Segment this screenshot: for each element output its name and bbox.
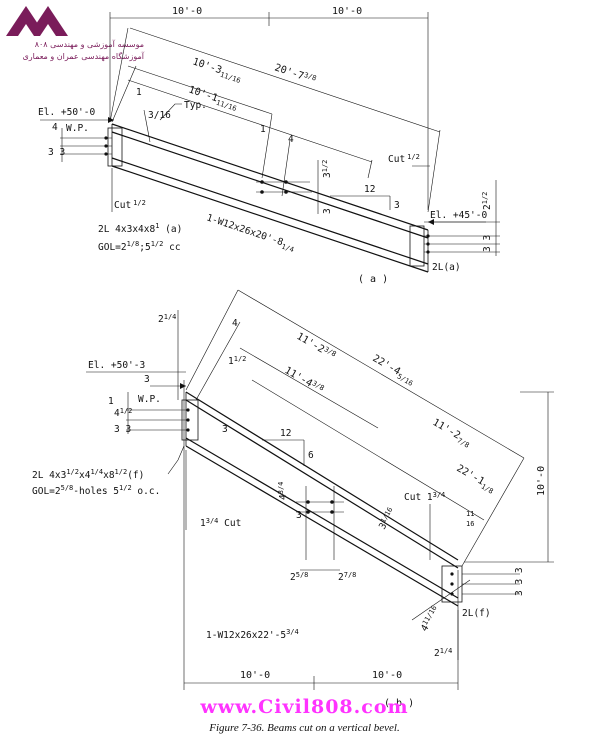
dim-b-d1: 11'-23/8 [295, 330, 338, 362]
dim-a-d3: 20'-73/8 [273, 61, 317, 86]
dim-b-d4: 11'-27/8 [430, 417, 474, 450]
dim-b-three-left: 3 [296, 510, 302, 521]
cut-b-right: Cut 13/4 [404, 491, 445, 503]
dim-a-top-left: 10'-0 [172, 6, 202, 17]
dim-b-eleven-frac: 16 [466, 520, 474, 528]
slope-b-run: 12 [280, 428, 291, 439]
elevation-b-left: El. +50'-3 [88, 360, 145, 371]
dim-b-two-seven: 27/8 [338, 571, 356, 583]
beam-b-spec: 1-W12x26x22'-53/4 [206, 628, 299, 641]
dim-a-three-half-b: 3 [322, 208, 333, 214]
angle-b-right: 2L(f) [462, 608, 491, 619]
logo-line-1: موسسه آموزشی و مهندسی ۸۰۸ [34, 40, 144, 49]
dim-b-three-one: 31/16 [376, 506, 398, 532]
dim-b-d2: 11'-43/8 [283, 364, 326, 396]
dim-b-two-quarter-top: 21/4 [158, 313, 176, 325]
dim-b-four-eleven: 411/16 [418, 604, 442, 633]
angle-a-spec: 2L 4x3x4x81 (a) [98, 222, 182, 235]
dim-b-vertical: 10'-0 [536, 466, 547, 496]
dim-b-two-five: 25/8 [290, 571, 308, 583]
diagram-b-tag: ( b ) [384, 698, 414, 709]
beam-a-spec: 1-W12x26x20'-81/4 [204, 212, 296, 254]
dim-a-four-left: 4 [52, 122, 58, 133]
dim-a-one-b: 1 [260, 124, 266, 135]
dim-a-three-three-left: 3 3 [48, 147, 65, 158]
figure-caption: Figure 7-36. Beams cut on a vertical bev… [209, 722, 400, 734]
wp-a: W.P. [66, 123, 89, 134]
dim-a-top-right: 10'-0 [332, 6, 362, 17]
elevation-a-right: El. +45'-0 [430, 210, 487, 221]
dim-b-four: 4 [232, 318, 238, 329]
dim-b-bottom-right: 10'-0 [372, 670, 402, 681]
dim-a-four: 4 [288, 134, 294, 145]
slope-b-rise: 6 [308, 450, 314, 461]
gol-b: GOL=25/8-holes 51/2 o.c. [32, 484, 160, 497]
dim-a-two-half: 21/2 [481, 192, 493, 210]
site-watermark: www.Civil808.com [200, 696, 409, 718]
angle-a-right: 2L(a) [432, 262, 461, 273]
typ-label: Typ. [184, 100, 207, 111]
brand-logo: موسسه آموزشی و مهندسی ۸۰۸ آموزشگاه مهندس… [4, 2, 144, 72]
wp-b: W.P. [138, 394, 161, 405]
dim-a-3-16: 3/16 [148, 110, 171, 121]
slope-a-rise: 3 [394, 200, 400, 211]
diagram-b: 10'-0 10'-0 10'-0 11'-23/8 11'-43/8 22'-… [32, 289, 554, 709]
dim-b-one-half: 11/2 [228, 355, 246, 367]
dim-b-d5: 22'-11/8 [454, 463, 498, 496]
gol-a: GOL=21/8;51/2 cc [98, 240, 181, 253]
dim-a-three-half: 31/2 [321, 160, 333, 178]
dim-b-one-left: 1 [108, 396, 114, 407]
logo-mark-icon [6, 6, 68, 36]
dim-b-two-quarter-bot: 21/4 [434, 647, 452, 659]
dim-b-three-three-three: 3 3 3 [514, 567, 525, 596]
dim-b-three-small: 3 [144, 374, 150, 385]
angle-b-spec: 2L 4x31/2x41/4x81/2(f) [32, 468, 144, 481]
slope-a-run: 12 [364, 184, 375, 195]
dim-a-three-three-right: 3 3 [482, 235, 493, 252]
dim-b-four-half: 41/2 [114, 407, 132, 419]
dim-b-three-three-left: 3 3 [114, 424, 131, 435]
elevation-a-left: El. +50'-0 [38, 107, 95, 118]
dim-a-one: 1 [136, 87, 142, 98]
dim-b-d3: 22'-45/16 [370, 353, 417, 388]
logo-line-2: آموزشگاه مهندسی عمران و معماری [22, 52, 145, 61]
dim-a-d1: 10'-311/16 [190, 56, 243, 85]
dim-b-three: 3 [222, 424, 228, 435]
diagram-a: 10'-0 10'-0 10'-311/16 10'-111/16 20'-73… [38, 6, 500, 285]
dim-b-eleven: 11 [466, 510, 474, 518]
dim-b-four-three: 43/4 [277, 482, 289, 500]
cut-b-low: 13/4 Cut [200, 517, 241, 529]
dim-b-bottom-left: 10'-0 [240, 670, 270, 681]
diagram-a-tag: ( a ) [358, 274, 388, 285]
